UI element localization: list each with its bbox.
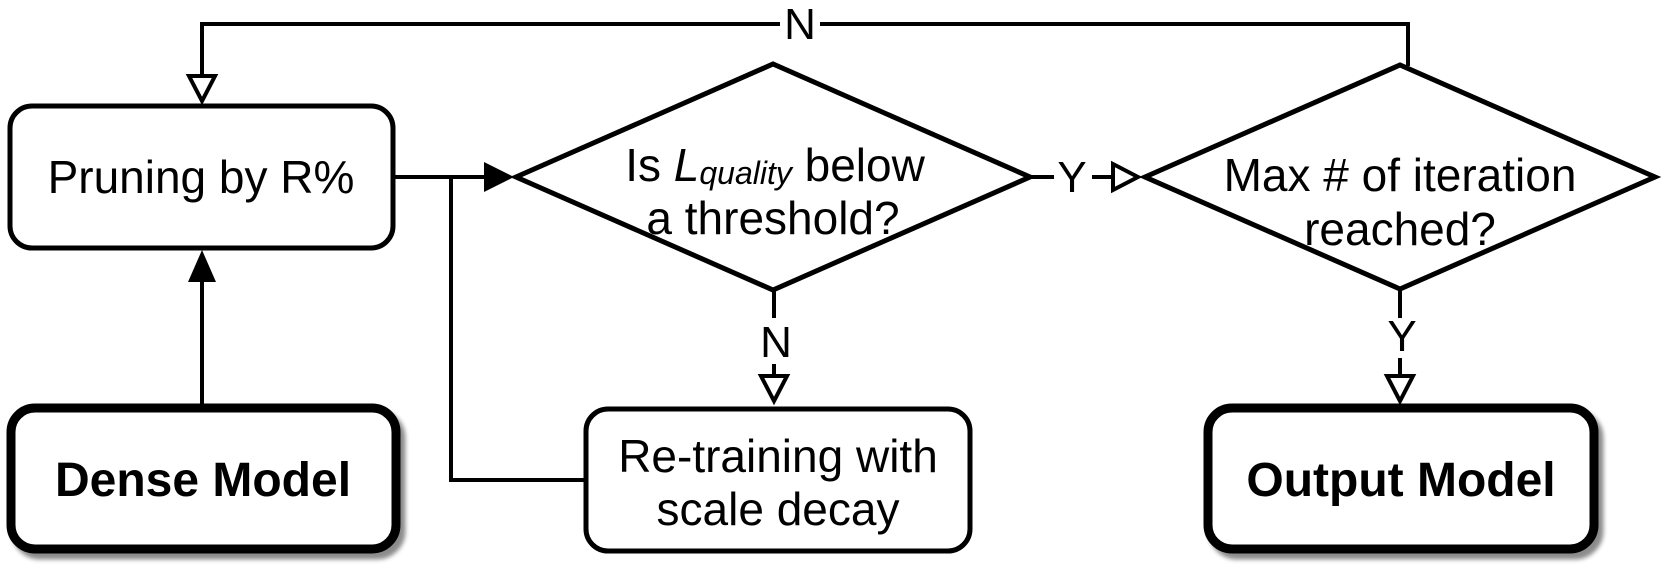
solid-up-arrowhead-into-pruning bbox=[188, 250, 216, 282]
hollow-down-arrowhead-into-retrain bbox=[757, 374, 791, 406]
retraining-label-line1: Re-training with bbox=[618, 430, 938, 482]
dense-model-label: Dense Model bbox=[55, 454, 351, 507]
node-iteration-decision: Max # of iteration reached? bbox=[1138, 62, 1661, 292]
retraining-label-line2: scale decay bbox=[657, 483, 900, 535]
quality-decision-suffix: below bbox=[792, 139, 926, 191]
node-dense-model: Dense Model bbox=[6, 403, 401, 554]
node-output-model: Output Model bbox=[1203, 403, 1599, 554]
arrowheads bbox=[185, 74, 1417, 406]
edge-labels: N N Y Y bbox=[760, 0, 1417, 367]
hollow-down-arrowhead-into-pruning bbox=[185, 74, 219, 106]
quality-decision-line1: Is Lquality below bbox=[625, 139, 925, 191]
iteration-decision-line1: Max # of iteration bbox=[1224, 149, 1577, 201]
label-quality-no: N bbox=[760, 318, 792, 367]
node-retraining: Re-training with scale decay bbox=[583, 406, 973, 554]
hollow-right-arrowhead-into-iteration-diamond bbox=[1111, 160, 1143, 194]
edge-iteration-no-loop bbox=[200, 22, 1410, 76]
quality-decision-line2: a threshold? bbox=[646, 192, 899, 244]
label-iteration-yes: Y bbox=[1387, 312, 1416, 361]
edge-retrain-feedback bbox=[449, 177, 586, 482]
dense-model-box bbox=[6, 403, 401, 554]
retraining-box bbox=[583, 406, 973, 554]
iteration-decision-diamond bbox=[1138, 62, 1661, 292]
hollow-down-arrowhead-into-output bbox=[1383, 374, 1417, 406]
quality-decision-variable: L bbox=[674, 139, 700, 191]
quality-decision-subscript: quality bbox=[699, 155, 794, 191]
node-quality-decision: Is Lquality below a threshold? bbox=[509, 61, 1037, 293]
node-pruning: Pruning by R% bbox=[7, 103, 396, 251]
label-iteration-no: N bbox=[784, 0, 816, 49]
pruning-box bbox=[7, 103, 396, 251]
pruning-label: Pruning by R% bbox=[48, 151, 355, 203]
output-model-box bbox=[1203, 403, 1599, 554]
solid-right-arrowhead-into-quality-diamond bbox=[484, 162, 514, 192]
label-quality-yes: Y bbox=[1057, 153, 1086, 202]
quality-decision-diamond bbox=[509, 61, 1037, 293]
iteration-decision-line2: reached? bbox=[1304, 203, 1496, 255]
output-model-label: Output Model bbox=[1246, 454, 1555, 507]
quality-decision-prefix: Is bbox=[625, 139, 674, 191]
